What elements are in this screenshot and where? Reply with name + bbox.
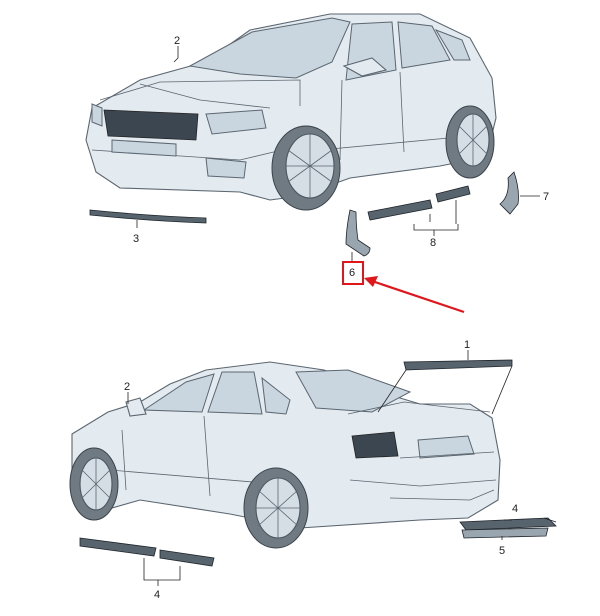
part-4-sill-trim-right [159, 549, 215, 567]
callout-8: 8 [430, 237, 436, 249]
part-7-mud-flap-rear [499, 171, 519, 215]
part-8-sill-trim-front [367, 199, 433, 221]
callout-2-front: 2 [174, 35, 180, 47]
red-arrow [364, 276, 465, 314]
front-car-illustration [85, 13, 497, 211]
part-3-front-spoiler-trim [89, 209, 207, 224]
callout-1: 1 [464, 339, 470, 351]
part-4-sill-trim-left [79, 537, 157, 557]
callout-4-right: 4 [512, 503, 518, 515]
highlight-box [342, 261, 364, 285]
front-leaders [136, 46, 540, 262]
callout-4-left: 4 [154, 589, 160, 601]
callout-7: 7 [543, 191, 549, 203]
callout-3: 3 [133, 233, 139, 245]
callout-5: 5 [499, 545, 505, 557]
rear-parts [79, 359, 557, 567]
part-4-bumper-trim-rear [459, 517, 557, 531]
callout-2-rear: 2 [124, 381, 130, 393]
part-1-spoiler-strip [403, 359, 513, 371]
part-5-bumper-strip [461, 527, 549, 539]
rear-leaders [127, 350, 557, 586]
rear-car-illustration [69, 361, 501, 549]
part-8-sill-trim-rear [435, 185, 471, 203]
front-parts [89, 171, 519, 257]
callout-6: 6 [349, 267, 355, 279]
part-6-mud-flap-front [345, 209, 371, 257]
